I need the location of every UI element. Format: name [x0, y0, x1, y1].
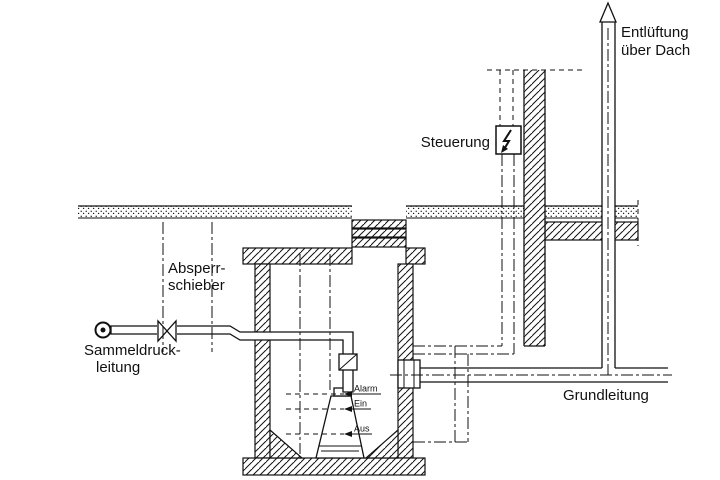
label-shutoff-line2: schieber	[168, 277, 225, 294]
label-pressure-line1: Sammeldruck-	[84, 342, 181, 359]
level-arrow-icon	[344, 391, 352, 397]
level-off-label: Aus	[354, 424, 370, 434]
centerlines	[162, 28, 672, 454]
level-alarm-label: Alarm	[354, 384, 378, 394]
building-wall	[487, 69, 584, 347]
label-vent-line2: über Dach	[621, 42, 690, 59]
control-unit	[495, 70, 522, 155]
cable-runs	[413, 154, 515, 443]
benching-right	[364, 428, 399, 459]
level-arrow-icon	[344, 431, 352, 437]
pipe-end-coupling	[94, 321, 112, 339]
label-shutoff-line1: Absperr-	[168, 260, 226, 277]
cover-slab-left	[242, 247, 353, 265]
check-valve	[338, 353, 358, 371]
benching-left	[269, 428, 304, 459]
label-pressure-line2: leitung	[96, 359, 140, 376]
label-control: Steuerung	[421, 134, 490, 151]
shutoff-valve	[157, 319, 177, 343]
ground-surface	[78, 205, 638, 219]
label-base-pipe: Grundleitung	[563, 387, 649, 404]
level-on-label: Ein	[354, 399, 367, 409]
sump-wall-left	[254, 263, 271, 459]
lightning-icon	[501, 129, 512, 153]
manhole-rings	[351, 219, 407, 248]
sump-bottom-slab	[242, 457, 426, 476]
cover-slab-right	[405, 247, 426, 265]
level-alarm: Alarm	[344, 384, 381, 397]
inlet-pipe	[397, 359, 668, 389]
vent-arrow-icon	[599, 1, 617, 23]
vent-pipe	[599, 1, 617, 368]
wall-sleeve	[397, 359, 421, 389]
labels: Entlüftung über Dach Steuerung Absperr- …	[84, 24, 690, 404]
float-levels: Alarm Ein Aus	[286, 384, 381, 437]
level-on: Ein	[344, 399, 371, 412]
label-vent-line1: Entlüftung	[621, 24, 689, 41]
level-off: Aus	[344, 424, 372, 437]
level-arrow-icon	[344, 406, 352, 412]
